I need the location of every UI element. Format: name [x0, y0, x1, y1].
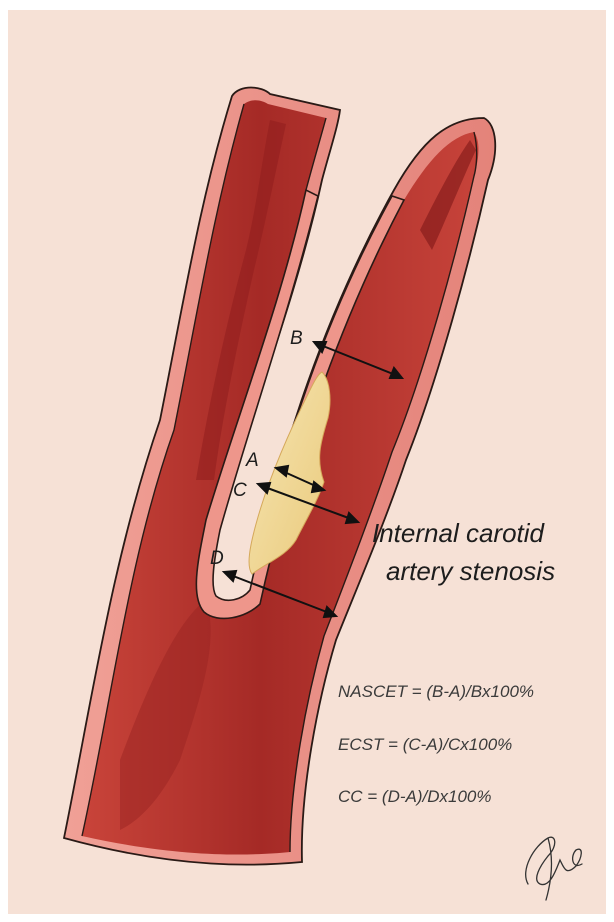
title-line-1: Internal carotid: [372, 518, 546, 548]
formula-ecst: ECST = (C-A)/Cx100%: [338, 735, 512, 754]
formula-cc: CC = (D-A)/Dx100%: [338, 787, 492, 806]
label-b: B: [290, 328, 303, 349]
title-line-2: artery stenosis: [386, 556, 555, 586]
label-d: D: [210, 548, 224, 569]
formula-nascet: NASCET = (B-A)/Bx100%: [338, 682, 534, 701]
label-c: C: [233, 480, 247, 501]
label-a: A: [245, 450, 259, 471]
